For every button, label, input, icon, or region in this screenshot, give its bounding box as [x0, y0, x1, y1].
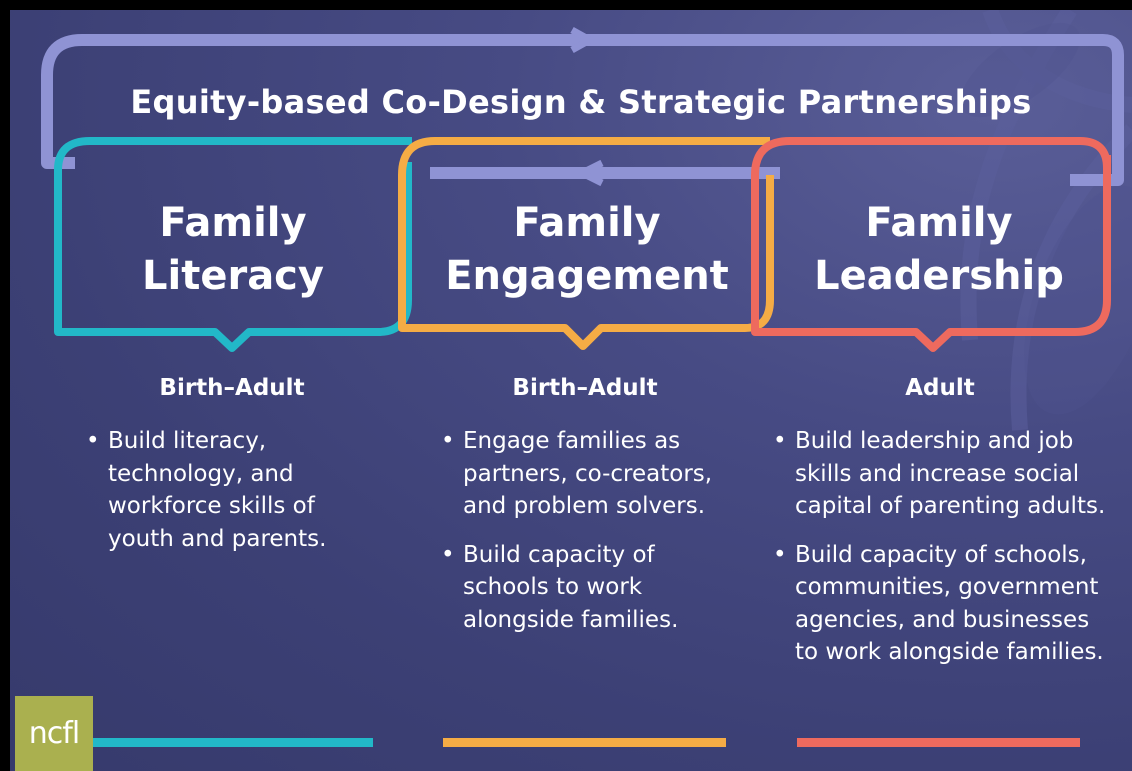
engagement-bullet-list: Engage families as partners, co-creators…	[433, 425, 733, 652]
leadership-stripe	[797, 738, 1080, 747]
list-item: Build literacy, technology, and workforc…	[78, 425, 378, 555]
ncfl-logo: ncfl	[15, 696, 93, 771]
literacy-stripe	[90, 738, 373, 747]
diagram-frame	[41, 26, 1124, 352]
engagement-box-border	[398, 137, 774, 350]
literacy-age-range: Birth–Adult	[159, 375, 305, 401]
leadership-title: Family Leadership	[814, 200, 1064, 299]
engagement-age-range: Birth–Adult	[512, 375, 658, 401]
literacy-title: Family Literacy	[142, 200, 324, 299]
leadership-age-range: Adult	[905, 375, 975, 401]
engagement-stripe	[443, 738, 726, 747]
list-item: Engage families as partners, co-creators…	[433, 425, 733, 523]
slide: Equity-based Co-Design & Strategic Partn…	[10, 10, 1132, 771]
list-item: Build capacity of schools, communities, …	[765, 539, 1110, 669]
diagram-title: Equity-based Co-Design & Strategic Partn…	[130, 83, 1032, 121]
literacy-bullet-list: Build literacy, technology, and workforc…	[78, 425, 378, 571]
engagement-title: Family Engagement	[445, 200, 729, 299]
leadership-box-border	[751, 137, 1111, 352]
chevron-right-icon	[570, 26, 594, 54]
leadership-bullet-list: Build leadership and job skills and incr…	[765, 425, 1110, 685]
list-item: Build leadership and job skills and incr…	[765, 425, 1110, 523]
list-item: Build capacity of schools to work alongs…	[433, 539, 733, 637]
chevron-left-icon	[578, 159, 604, 187]
background-leaf-decoration	[960, 10, 1132, 431]
